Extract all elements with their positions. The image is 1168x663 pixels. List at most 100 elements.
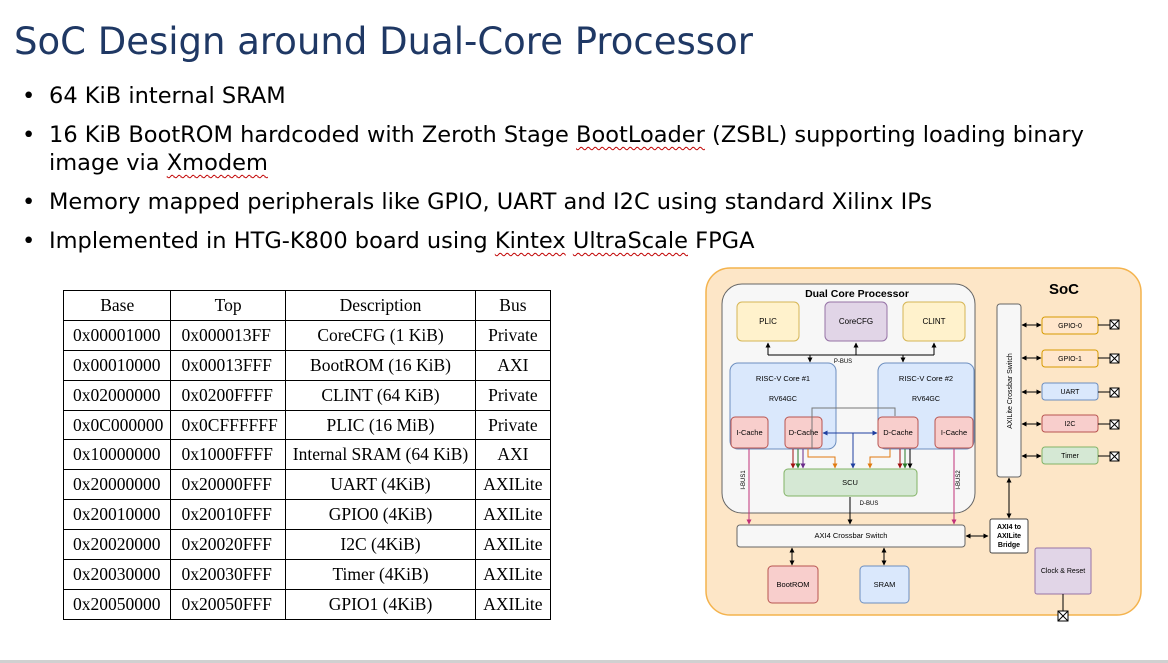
bootrom-label: BootROM bbox=[777, 580, 810, 589]
axilite-crossbar-switch bbox=[996, 303, 1022, 478]
bootrom-block bbox=[767, 565, 819, 604]
table-cell: 0x20000FFF bbox=[170, 469, 286, 501]
bullet-item: •Implemented in HTG-K800 board using Kin… bbox=[22, 228, 755, 254]
table-cell: Private bbox=[475, 319, 551, 351]
ibus2-label: I-BUS2 bbox=[956, 470, 962, 490]
dual-core-processor-label: Dual Core Processor bbox=[805, 288, 909, 300]
axi4-crossbar-switch bbox=[736, 524, 966, 548]
core1-dcache bbox=[784, 416, 823, 449]
i2c-pin bbox=[1109, 419, 1120, 430]
gpio0-pin bbox=[1109, 319, 1120, 330]
i2c-label: I2C bbox=[1065, 421, 1076, 428]
bullet-text: Implemented in HTG-K800 board using Kint… bbox=[49, 228, 755, 254]
core2-dcache bbox=[877, 416, 919, 449]
dbus-label: D-BUS bbox=[860, 501, 879, 507]
table-cell: 0x0200FFFF bbox=[170, 379, 286, 411]
gpio1-pin bbox=[1109, 353, 1120, 364]
gpio1-label: GPIO-1 bbox=[1058, 356, 1082, 363]
table-cell: 0x20020FFF bbox=[170, 529, 286, 561]
table-cell: 0x000013FF bbox=[170, 319, 286, 351]
table-cell: 0x00010000 bbox=[62, 349, 172, 381]
uart-label: UART bbox=[1061, 389, 1081, 396]
bridge-label-line3: Bridge bbox=[998, 542, 1020, 549]
scu-label: SCU bbox=[842, 478, 858, 487]
scu-block bbox=[783, 468, 918, 497]
table-cell: CLINT (64 KiB) bbox=[284, 379, 477, 411]
bullet-item: •64 KiB internal SRAM bbox=[22, 83, 286, 109]
clint-block bbox=[902, 301, 966, 342]
table-cell: 0x0CFFFFFF bbox=[170, 409, 286, 441]
table-cell: 0x0C000000 bbox=[62, 409, 172, 441]
ibus1-label: I-BUS1 bbox=[741, 470, 747, 490]
table-cell: 0x20010000 bbox=[62, 499, 172, 531]
bullet-text: 16 KiB BootROM hardcoded with Zeroth Sta… bbox=[49, 122, 1084, 176]
table-cell: 0x02000000 bbox=[62, 379, 172, 411]
table-cell: 0x1000FFFF bbox=[170, 439, 286, 471]
table-cell: CoreCFG (1 KiB) bbox=[284, 319, 477, 351]
core1-icache bbox=[730, 416, 769, 449]
page-title: SoC Design around Dual-Core Processor bbox=[14, 20, 753, 63]
table-cell: 0x20010FFF bbox=[170, 499, 286, 531]
plic-block bbox=[736, 301, 800, 342]
axilite-crossbar-label: AXILite Crossbar Switch bbox=[1007, 353, 1014, 429]
pbus-label: P-BUS bbox=[834, 359, 852, 365]
column-header: Base bbox=[62, 290, 172, 321]
table-cell: Private bbox=[475, 379, 551, 411]
table-cell: 0x20020000 bbox=[62, 529, 172, 561]
uart-pin bbox=[1109, 387, 1120, 398]
core1-dcache-label: D-Cache bbox=[789, 428, 819, 437]
gpio0-label: GPIO-0 bbox=[1058, 323, 1082, 330]
core2-icache bbox=[934, 416, 974, 449]
timer-label: Timer bbox=[1061, 453, 1079, 460]
table-cell: 0x20030000 bbox=[62, 559, 172, 590]
plic-label: PLIC bbox=[759, 317, 777, 326]
clock-reset-pin bbox=[1057, 610, 1069, 622]
bullet-text: Memory mapped peripherals like GPIO, UAR… bbox=[49, 189, 933, 215]
bottom-rule bbox=[0, 660, 1168, 663]
bullet-item: •16 KiB BootROM hardcoded with Zeroth St… bbox=[22, 122, 1084, 176]
bullet-text: 64 KiB internal SRAM bbox=[49, 83, 286, 109]
sram-block bbox=[859, 565, 910, 604]
core2-icache-label: I-Cache bbox=[941, 428, 967, 437]
soc-label: SoC bbox=[1049, 281, 1079, 298]
clock-reset-label: Clock & Reset bbox=[1041, 568, 1085, 575]
axi4-crossbar-label: AXI4 Crossbar Switch bbox=[815, 531, 888, 540]
table-cell: 0x20050FFF bbox=[170, 588, 286, 620]
table-cell: AXILite bbox=[475, 529, 551, 561]
table-cell: 0x20050000 bbox=[62, 588, 172, 620]
table-cell: AXI bbox=[475, 439, 551, 471]
bridge-label-line2: AXILite bbox=[997, 533, 1021, 540]
core2-dcache-label: D-Cache bbox=[883, 428, 913, 437]
table-cell: 0x10000000 bbox=[62, 439, 172, 471]
core1-name: RISC-V Core #1 bbox=[756, 374, 810, 383]
table-cell: Private bbox=[475, 409, 551, 441]
table-cell: Timer (4KiB) bbox=[284, 559, 477, 590]
table-cell: AXILite bbox=[475, 499, 551, 531]
coherency-line-orange bbox=[807, 449, 838, 469]
column-header: Bus bbox=[475, 290, 551, 321]
bullet-list: •64 KiB internal SRAM •16 KiB BootROM ha… bbox=[22, 82, 1102, 266]
core1-isa: RV64GC bbox=[769, 396, 797, 403]
table-cell: 0x00001000 bbox=[62, 319, 172, 351]
table-cell: I2C (4KiB) bbox=[284, 529, 477, 561]
timer-pin bbox=[1109, 451, 1120, 462]
axi4-axilite-bridge bbox=[989, 518, 1029, 554]
coherency-line-orange-2 bbox=[867, 449, 891, 469]
core2-isa: RV64GC bbox=[912, 396, 940, 403]
corecfg-block bbox=[824, 301, 888, 342]
table-cell: 0x20030FFF bbox=[170, 559, 286, 590]
coherency-line-gray bbox=[811, 407, 896, 449]
core1-icache-label: I-Cache bbox=[736, 428, 762, 437]
corecfg-label: CoreCFG bbox=[839, 317, 873, 326]
core2-name: RISC-V Core #2 bbox=[899, 374, 953, 383]
sram-label: SRAM bbox=[874, 580, 896, 589]
